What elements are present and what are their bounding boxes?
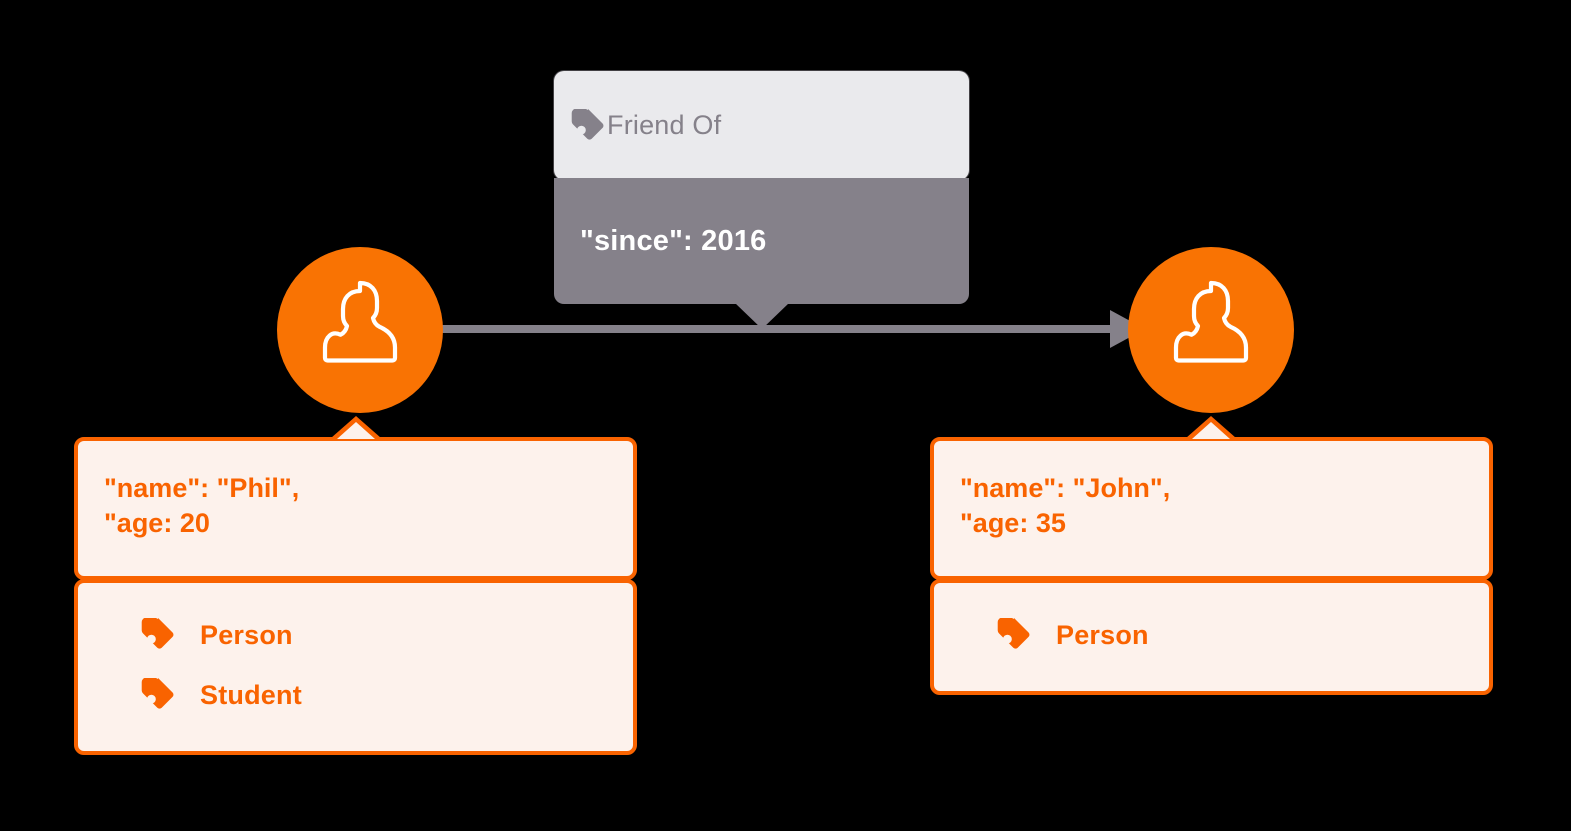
tag-icon	[996, 617, 1032, 657]
tag-icon	[570, 108, 606, 148]
node-right-properties[interactable]: "name": "John", "age: 35	[930, 437, 1493, 580]
card-notch	[331, 416, 381, 439]
relationship-callout: Friend Of "since": 2016	[554, 71, 969, 329]
node-label-text: Person	[200, 619, 293, 650]
relationship-type-header[interactable]: Friend Of	[554, 71, 969, 180]
node-label-text: Student	[200, 679, 302, 710]
relationship-type-label: Friend Of	[607, 110, 722, 140]
person-icon	[1163, 280, 1259, 381]
node-left-properties[interactable]: "name": "Phil", "age: 20	[74, 437, 637, 580]
node-left-labels[interactable]: Person Student	[74, 579, 637, 755]
node-property-line: "name": "Phil",	[104, 473, 300, 503]
node-property-line: "age: 20	[104, 507, 210, 538]
node-left-avatar[interactable]	[277, 247, 443, 413]
node-label-text: Person	[1056, 619, 1149, 650]
tag-icon	[140, 677, 176, 717]
node-property-line: "age: 35	[960, 507, 1066, 538]
relationship-properties-panel[interactable]: "since": 2016	[554, 178, 969, 329]
node-right-card: "name": "John", "age: 35 Person	[930, 416, 1493, 695]
callout-tail	[734, 303, 789, 329]
card-notch	[1186, 416, 1236, 439]
node-property-line: "name": "John",	[960, 473, 1171, 503]
person-icon	[312, 280, 408, 381]
node-right-avatar[interactable]	[1128, 247, 1294, 413]
relationship-properties-text: "since": 2016	[580, 224, 767, 257]
node-left-card: "name": "Phil", "age: 20 Person	[74, 416, 637, 755]
relationship-edge-line[interactable]	[437, 325, 1117, 333]
node-right-labels[interactable]: Person	[930, 579, 1493, 695]
node-label-row[interactable]: Person	[960, 605, 1463, 665]
node-label-row[interactable]: Person	[104, 605, 607, 665]
node-label-row[interactable]: Student	[104, 665, 607, 725]
tag-icon	[140, 617, 176, 657]
